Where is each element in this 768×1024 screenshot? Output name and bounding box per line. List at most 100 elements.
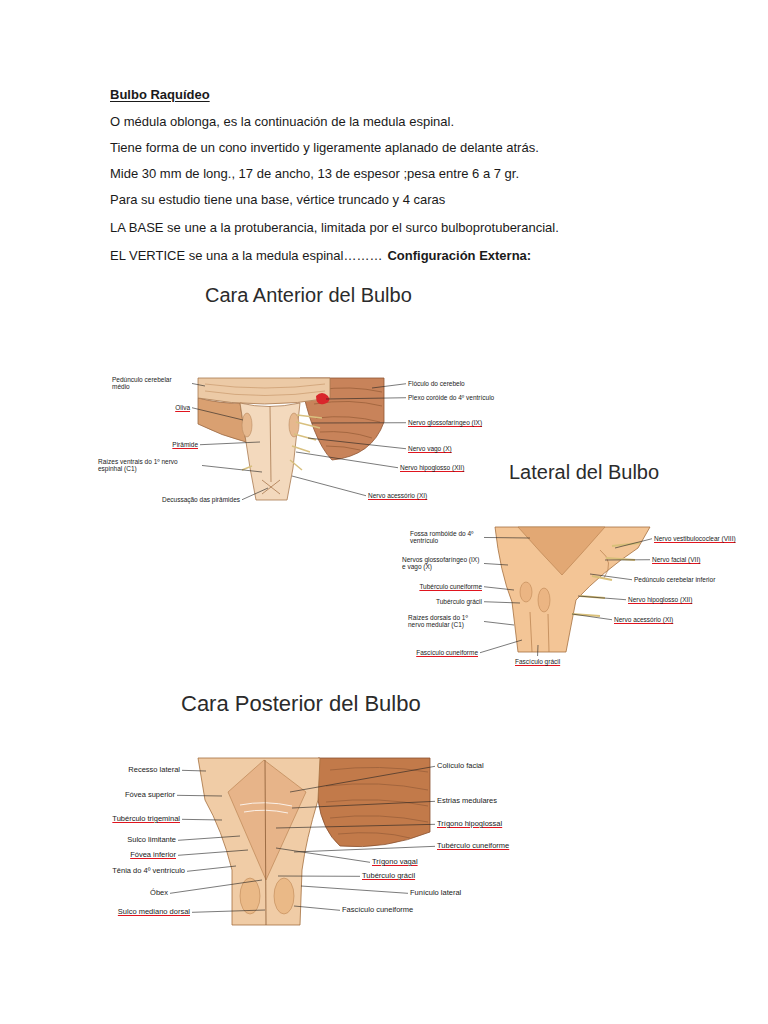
body-text: LA BASE se une a la protuberancia, limit… (110, 221, 559, 236)
rhomboid-fossa (518, 527, 605, 575)
leader-line (372, 384, 406, 388)
leader-line (590, 574, 632, 580)
leader-line (308, 438, 406, 449)
nerves (572, 543, 640, 616)
anatomy-label: Raízes ventrais do 1º nervo espinhal (C1… (98, 458, 200, 473)
choroid-plexus (316, 393, 329, 404)
anatomy-label: Trígono hipoglossal (437, 820, 502, 829)
olive (242, 413, 252, 437)
leader-line (200, 442, 260, 445)
leader-line (192, 383, 205, 386)
anatomy-label: Nervo vago (X) (408, 445, 452, 452)
leader-line (187, 866, 236, 871)
olive (289, 413, 299, 437)
leader-line (605, 559, 650, 560)
medulla (198, 758, 320, 925)
leader-line (537, 645, 538, 656)
leader-line (170, 880, 262, 893)
body-text: EL VERTICE se una a la medula espinal……… (110, 249, 382, 264)
leader-line (484, 602, 520, 603)
figure-heading: Lateral del Bulbo (509, 461, 659, 484)
anatomy-label: Recesso lateral (128, 766, 180, 775)
brainstem (495, 527, 650, 652)
anatomy-label: Pirâmide (172, 441, 198, 448)
leader-line (484, 587, 514, 590)
tubercle (240, 878, 260, 914)
tubercle (520, 582, 532, 602)
cerebellum (300, 378, 384, 460)
cerebellum-left (198, 398, 246, 442)
figure-heading: Cara Anterior del Bulbo (205, 284, 412, 307)
anatomy-label: Pedúnculo cerebelar inferior (634, 576, 715, 583)
anatomy-label: Nervo hipoglosso (XII) (628, 596, 692, 603)
anatomy-label: Oliva (175, 404, 190, 411)
leader-line (292, 476, 366, 496)
anatomy-label: Nervo hipoglosso (XII) (400, 464, 464, 471)
tubercle (274, 878, 294, 914)
leader-line (242, 488, 268, 500)
anatomy-label: Sulco mediano dorsal (118, 908, 190, 917)
leader-line (480, 640, 522, 653)
anatomy-label: Nervo acessório (XI) (368, 492, 427, 499)
leader-line (276, 824, 435, 828)
anatomy-label: Nervo facial (VII) (652, 556, 700, 563)
leader-line (182, 819, 222, 821)
anatomy-label: Nervo acessório (XI) (614, 616, 673, 623)
section-heading: Configuración Externa: (387, 249, 531, 264)
leader-line (578, 596, 626, 600)
fourth-ventricle-floor (228, 760, 306, 880)
median-sulcus (265, 760, 266, 925)
anatomy-label: Fascículo cuneiforme (342, 906, 413, 915)
anatomy-label: Pedúnculo cerebelar médio (112, 376, 190, 391)
leader-line (278, 876, 360, 877)
posterior-view (198, 758, 430, 925)
leader-line (294, 906, 340, 910)
nerve-rootlets (242, 415, 322, 470)
anatomy-label: Fascículo grácil (515, 658, 560, 665)
anatomy-label: Fossa rombóide do 4º ventrículo (410, 530, 482, 545)
anatomy-label: Raízes dorsais do 1º nervo medular (C1) (408, 614, 482, 629)
pons-fibres (205, 384, 325, 396)
anatomy-label: Fóvea superior (125, 791, 175, 800)
cord-fasciculi (530, 550, 609, 652)
leader-line (192, 910, 265, 912)
anatomy-label: Tênia do 4º ventrículo (112, 867, 185, 876)
anatomy-label: Trígono vagal (372, 858, 418, 867)
medullary-striae (240, 803, 292, 813)
body-text: Para su estudio tiene una base, vértice … (110, 193, 445, 208)
anatomy-label: Colículo facial (437, 762, 484, 771)
leader-line (178, 850, 248, 855)
anatomy-label: Funículo lateral (410, 889, 461, 898)
leader-line (294, 846, 435, 852)
anatomy-label: Tubérculo grácil (362, 872, 415, 881)
leader-line (296, 452, 398, 468)
leader-line (290, 766, 435, 792)
anatomy-label: Tubérculo cuneiforme (437, 842, 509, 851)
leader-line (301, 886, 408, 893)
anatomy-label: Nervos glossofaríngeo (IX) e vago (X) (402, 556, 482, 571)
leader-line (572, 614, 612, 620)
anatomy-label: Flóculo do cerebelo (408, 380, 465, 387)
leader-line (326, 398, 406, 399)
anatomy-label: Tubérculo grácil (436, 598, 482, 605)
anatomy-label: Estrias medulares (437, 797, 497, 806)
leader-line (276, 848, 370, 862)
leader-line (177, 795, 222, 797)
medulla (240, 403, 300, 500)
anatomy-label: Óbex (150, 889, 168, 898)
pons (198, 378, 330, 404)
leader-line (484, 621, 514, 625)
cerebellar-folia (314, 388, 382, 450)
anatomy-label: Decussação das pirâmides (162, 496, 240, 503)
anatomy-label: Tubérculo trigeminal (112, 815, 180, 824)
lateral-view (495, 527, 650, 652)
leader-line (615, 539, 652, 548)
anatomy-label: Tubérculo cuneiforme (419, 583, 482, 590)
anatomy-label: Fascículo cuneiforme (416, 649, 478, 656)
leader-line (312, 422, 406, 423)
leader-line (292, 801, 435, 808)
body-text: Mide 30 mm de long., 17 de ancho, 13 de … (110, 167, 519, 182)
tubercle (538, 588, 550, 612)
anterior-view (198, 378, 384, 500)
